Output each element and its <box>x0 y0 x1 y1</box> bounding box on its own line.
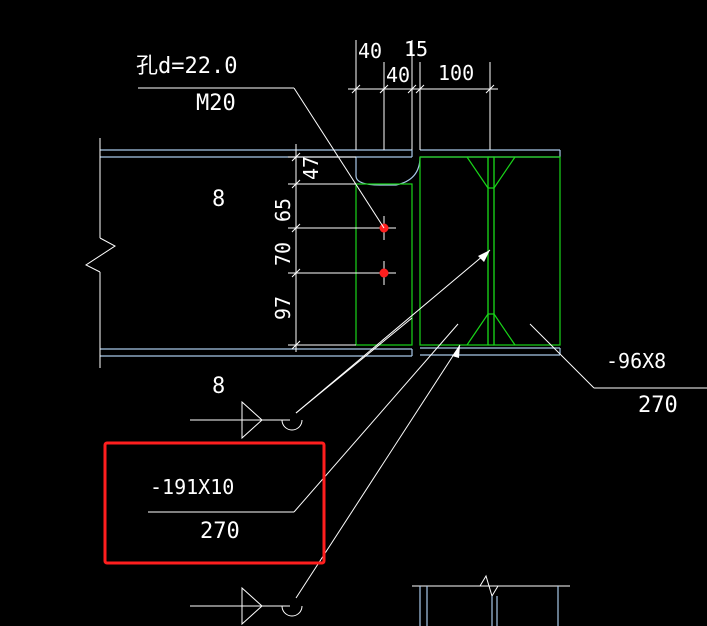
plate-left-length: 270 <box>200 519 240 544</box>
weld-size-lower: 8 <box>212 374 225 399</box>
hole-label: 孔d=22.0 <box>136 54 237 79</box>
bolt-callout: 孔d=22.0 M20 <box>136 54 385 229</box>
bolt-label: M20 <box>196 91 236 116</box>
stiffener-plates <box>355 156 561 346</box>
dim-top-label: 40 <box>358 39 382 63</box>
dim-top-label: 40 <box>386 63 410 87</box>
plate-right-length: 270 <box>638 393 678 418</box>
plate-right-size: -96X8 <box>606 349 666 373</box>
dim-top-label: 100 <box>438 61 474 85</box>
column-flange <box>420 149 561 356</box>
dim-side-label: 47 <box>299 156 323 180</box>
dim-side-label: 70 <box>271 242 295 266</box>
weld-symbol-upper <box>190 249 491 440</box>
plate-left-size: -191X10 <box>150 475 234 499</box>
plate-callout-left: -191X10 270 <box>148 323 459 544</box>
column-section-bottom <box>412 574 570 626</box>
dim-side-label: 65 <box>271 198 295 222</box>
beam <box>100 149 421 357</box>
break-line <box>84 138 116 368</box>
top-dimensions: 40 15 40 100 <box>348 37 498 150</box>
highlight-box <box>103 441 326 565</box>
bolt-icon <box>379 268 389 278</box>
dim-top-label: 15 <box>404 37 428 61</box>
dim-side-label: 97 <box>271 296 295 320</box>
side-dimensions: 47 65 70 97 <box>271 144 372 352</box>
bolt-holes <box>372 216 396 285</box>
weld-size-upper: 8 <box>212 187 225 212</box>
plate-callout-right: -96X8 270 <box>529 323 707 418</box>
